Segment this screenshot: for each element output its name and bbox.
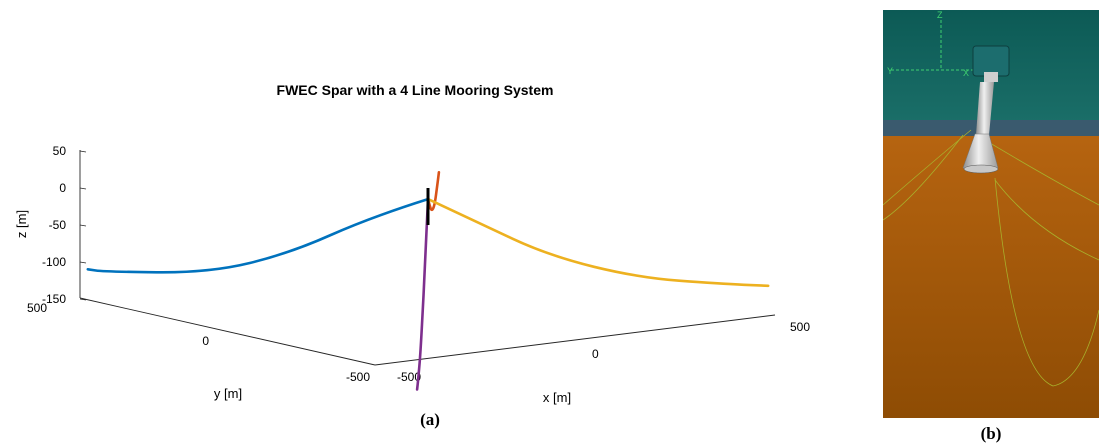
y-tick-label: 0 [202, 334, 209, 348]
z-tick-label: -100 [42, 255, 66, 269]
y-axis-label: y [m] [214, 386, 242, 401]
spar-buoy [962, 45, 1010, 174]
caption-a: (a) [420, 410, 440, 429]
z-tick-label: -50 [49, 218, 67, 232]
axis-box [79, 150, 776, 366]
mooring-lines [86, 171, 770, 391]
x-tick-label: 500 [790, 320, 810, 334]
y-axis-line [79, 297, 376, 366]
caption-b: (b) [980, 424, 1002, 443]
mooring-line-4 [415, 197, 430, 391]
spar-float [972, 45, 1010, 77]
z-tick-label: 50 [53, 144, 67, 158]
x-tick-label: -500 [397, 370, 421, 384]
seabed-background [883, 136, 1099, 418]
spar-render-image: Z Y X [883, 10, 1099, 418]
mooring-line-2 [426, 171, 441, 212]
waterline-band [883, 120, 1099, 138]
z-tick [79, 187, 87, 190]
triad-z-label: Z [937, 10, 943, 20]
z-tick [79, 261, 87, 264]
z-tick [79, 150, 87, 153]
z-axis-ticks: 50 0 -50 -100 -150 [42, 144, 87, 306]
mooring-line-1 [86, 197, 430, 274]
z-tick-label: 0 [59, 181, 66, 195]
spar-bottom [963, 164, 999, 174]
x-axis-line [374, 314, 776, 366]
y-tick-label: 500 [27, 301, 47, 315]
x-axis-label: x [m] [543, 390, 571, 405]
z-tick-label: -150 [42, 292, 66, 306]
x-axis-ticks: -500 0 500 [397, 320, 810, 384]
spar-neck [984, 72, 998, 82]
z-axis-label: z [m] [14, 210, 29, 238]
chart-title: FWEC Spar with a 4 Line Mooring System [277, 82, 554, 98]
mooring-3d-plot: FWEC Spar with a 4 Line Mooring System 5… [14, 82, 810, 405]
z-tick [79, 224, 87, 227]
coordinate-triad: Z Y X [887, 10, 973, 78]
triad-y-label: Y [887, 66, 893, 76]
x-tick-label: 0 [592, 347, 599, 361]
spar-column [976, 82, 994, 135]
y-axis-ticks: -500 0 500 [27, 301, 370, 384]
mooring-line-3 [426, 197, 770, 288]
triad-x-label: X [963, 68, 969, 78]
y-tick-label: -500 [346, 370, 370, 384]
z-tick [79, 298, 87, 301]
